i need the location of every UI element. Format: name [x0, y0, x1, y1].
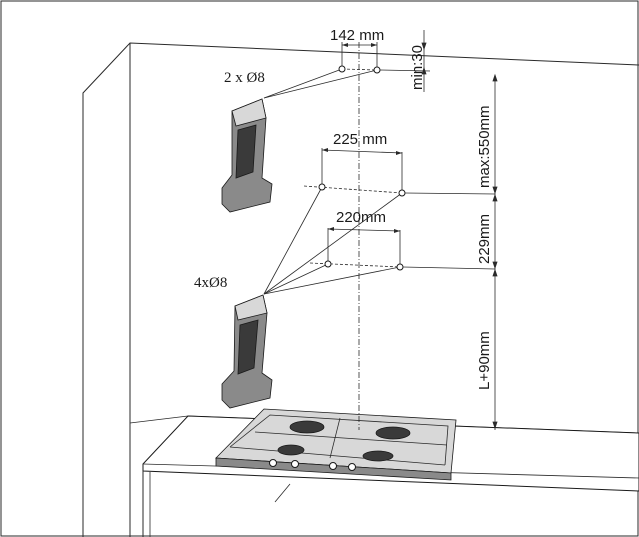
mid-hole-group: [303, 148, 496, 197]
base-height-label: L+90mm: [476, 331, 493, 390]
low-spacing-label: 220mm: [336, 209, 386, 226]
min-dimension: [421, 30, 427, 92]
leader-lines: [263, 68, 403, 295]
hood-upper: [221, 98, 273, 213]
hood-lower: [221, 294, 273, 409]
top-holes-label: 2 x Ø8: [224, 70, 265, 86]
lower-holes-label: 4xØ8: [194, 275, 227, 291]
max-height-label: max:550mm: [476, 105, 493, 188]
top-spacing-label: 142 mm: [330, 27, 384, 44]
mid-gap-label: 229mm: [476, 214, 493, 264]
gas-hob: [215, 408, 457, 503]
min-offset-label: min:30: [409, 45, 426, 90]
mid-spacing-label: 225 mm: [333, 131, 387, 148]
height-dimension-chain: [492, 73, 498, 430]
top-hole-group: [338, 42, 431, 74]
low-hole-group: [309, 227, 496, 271]
